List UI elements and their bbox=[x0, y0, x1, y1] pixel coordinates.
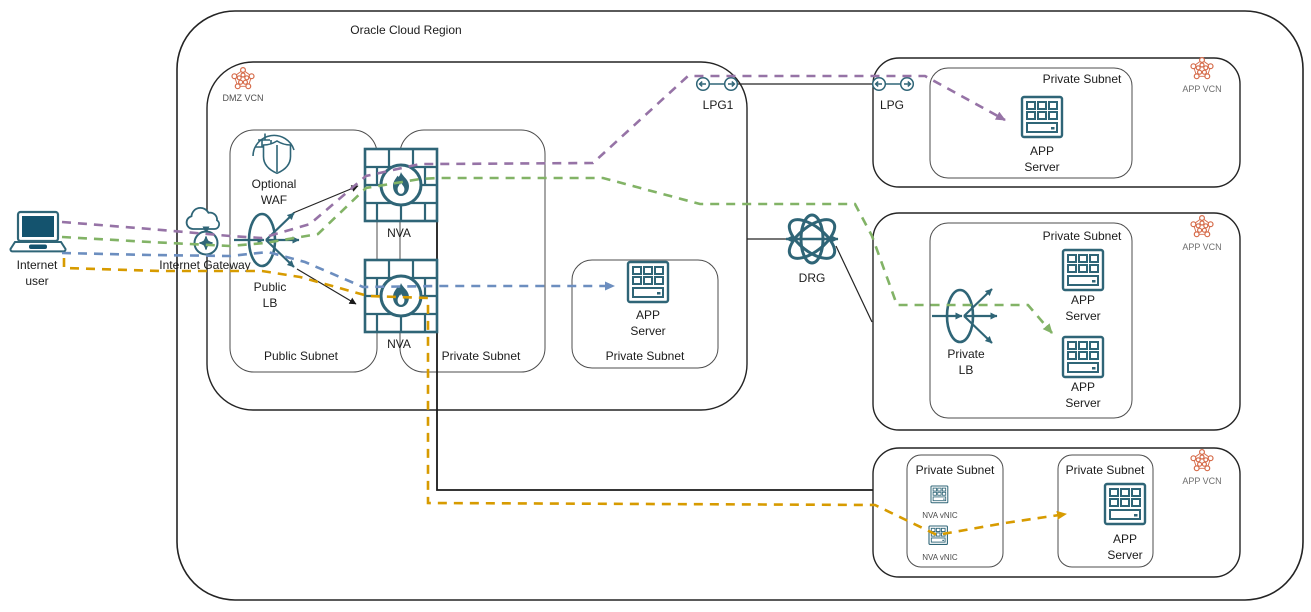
app-server-icon bbox=[1061, 248, 1105, 292]
app-vcn-bottom-subnet-right-label: Private Subnet bbox=[1066, 463, 1145, 477]
app-vcn-bottom-subnet-left-box bbox=[906, 454, 1004, 568]
drg-icon bbox=[785, 213, 839, 265]
drg-label: DRG bbox=[799, 271, 826, 285]
laptop-icon bbox=[9, 210, 67, 253]
dmz-vcn-label: DMZ VCN bbox=[223, 93, 264, 103]
internet-user-label-line1: Internet bbox=[17, 258, 58, 272]
app-vcn-bottom-label: APP VCN bbox=[1182, 476, 1221, 486]
app-vcn-bottom-box bbox=[872, 447, 1241, 578]
public-lb-label-line2: LB bbox=[263, 296, 278, 310]
public-subnet-box bbox=[229, 129, 378, 373]
nva-vnic-icon-2 bbox=[928, 525, 948, 545]
app-vcn-top-subnet-box bbox=[929, 67, 1133, 179]
internet-gateway-label: Internet Gateway bbox=[159, 258, 250, 272]
internet-gateway-icon bbox=[185, 206, 221, 256]
dmz-app-subnet-box bbox=[571, 259, 719, 369]
mid-app-server1-label-line2: Server bbox=[1065, 309, 1100, 323]
oracle-cloud-region-box bbox=[176, 10, 1304, 601]
mid-app-server1-label-line1: APP bbox=[1071, 293, 1095, 307]
nva-bottom-label: NVA bbox=[387, 337, 411, 351]
waf-label-line2: WAF bbox=[261, 193, 287, 207]
top-app-server-label-line1: APP bbox=[1030, 144, 1054, 158]
app-server-icon bbox=[1020, 95, 1064, 139]
app-server-icon bbox=[1061, 335, 1105, 379]
vcn-icon bbox=[1190, 56, 1214, 80]
bottom-app-server-label-line1: APP bbox=[1113, 532, 1137, 546]
app-vcn-bottom-subnet-left-label: Private Subnet bbox=[916, 463, 995, 477]
private-lb-label-line1: Private bbox=[947, 347, 985, 361]
nva-vnic1-label: NVA vNIC bbox=[922, 511, 958, 520]
nva-vnic-icon-1 bbox=[930, 485, 949, 504]
app-vcn-middle-subnet-label: Private Subnet bbox=[1043, 229, 1122, 243]
region-title: Oracle Cloud Region bbox=[350, 23, 461, 37]
public-subnet-label: Public Subnet bbox=[264, 349, 339, 363]
lpg1-label: LPG1 bbox=[703, 98, 734, 112]
internet-user-label-line2: user bbox=[25, 274, 48, 288]
app-vcn-middle-label: APP VCN bbox=[1182, 242, 1221, 252]
flow-purple-waf-to-top-app bbox=[61, 74, 1006, 240]
lpg-icon bbox=[871, 76, 915, 92]
vcn-icon bbox=[1190, 449, 1214, 472]
nva-top-label: NVA bbox=[387, 226, 411, 240]
lpg1-icon bbox=[695, 76, 739, 92]
private-lb-label-line2: LB bbox=[959, 363, 974, 377]
app-server-icon bbox=[626, 260, 670, 304]
nva-appvcn-connector bbox=[436, 200, 873, 491]
app-vcn-top-box bbox=[872, 57, 1241, 188]
lb-to-nva1-arrow bbox=[292, 185, 359, 214]
drg-appvcn-connector bbox=[835, 245, 873, 323]
waf-label-line1: Optional bbox=[252, 177, 297, 191]
dmz-app-server-label-line1: APP bbox=[636, 308, 660, 322]
app-vcn-middle-box bbox=[872, 212, 1241, 431]
app-vcn-top-subnet-label: Private Subnet bbox=[1043, 72, 1122, 86]
flow-blue-to-dmz-app bbox=[61, 250, 615, 291]
dmz-app-server-label-line2: Server bbox=[630, 324, 665, 338]
flow-orange-to-bottom-app bbox=[62, 258, 1067, 537]
mid-app-server2-label-line2: Server bbox=[1065, 396, 1100, 410]
public-lb-label-line1: Public bbox=[254, 280, 287, 294]
vcn-icon bbox=[231, 66, 255, 90]
dmz-app-subnet-label: Private Subnet bbox=[606, 349, 685, 363]
app-server-icon bbox=[1103, 482, 1147, 526]
app-vcn-middle-subnet-box bbox=[929, 222, 1133, 419]
bottom-app-server-label-line2: Server bbox=[1107, 548, 1142, 562]
nva-firewall-icon-top bbox=[363, 147, 439, 223]
flow-green-to-middle-app bbox=[61, 176, 1053, 334]
vcn-icon bbox=[1190, 215, 1214, 238]
private-subnet-nva-box bbox=[399, 129, 546, 373]
lpg-label: LPG bbox=[880, 98, 904, 112]
top-app-server-label-line2: Server bbox=[1024, 160, 1059, 174]
mid-app-server2-label-line1: APP bbox=[1071, 380, 1095, 394]
private-lb-icon bbox=[932, 289, 997, 343]
private-subnet-nva-label: Private Subnet bbox=[442, 349, 521, 363]
nva-vnic2-label: NVA vNIC bbox=[922, 553, 958, 562]
lb-to-nva2-arrow bbox=[296, 268, 357, 305]
app-vcn-top-label: APP VCN bbox=[1182, 84, 1221, 94]
waf-icon bbox=[252, 133, 295, 175]
